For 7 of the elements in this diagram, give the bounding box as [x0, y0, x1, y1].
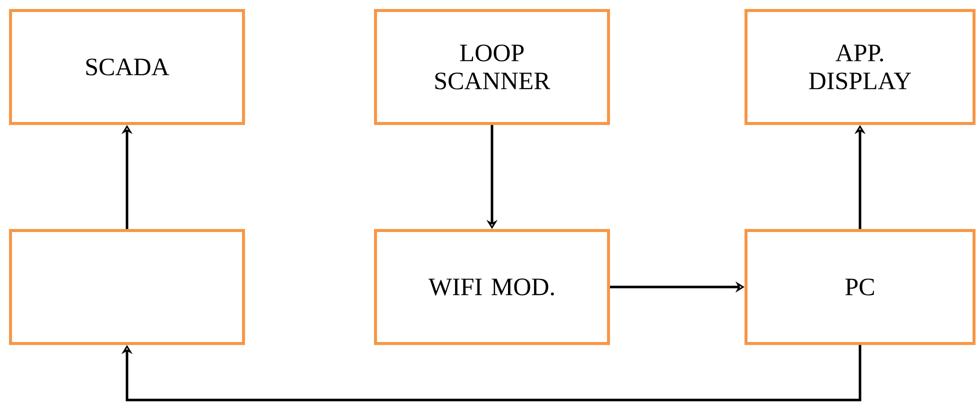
block-box — [9, 229, 245, 345]
block-box: PC — [744, 229, 976, 345]
arrow — [121, 344, 862, 402]
block-box: SCADA — [9, 9, 245, 125]
block-box: WIFI MOD. — [374, 229, 610, 345]
block-box: LOOP SCANNER — [374, 9, 610, 125]
block-box: APP. DISPLAY — [744, 9, 976, 125]
